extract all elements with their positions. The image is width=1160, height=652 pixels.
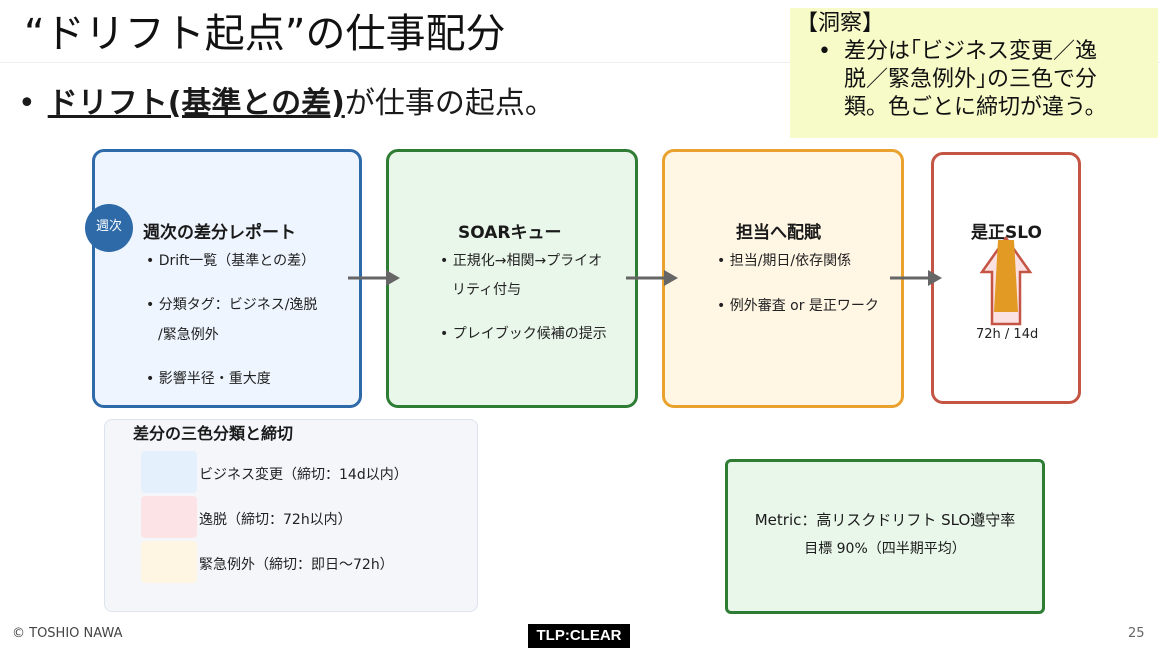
weekly-report-card	[92, 149, 362, 408]
slide-title: “ドリフト起点”の仕事配分	[24, 11, 506, 57]
assign-card	[662, 149, 904, 408]
metric-target: 目標 90%（四半期平均）	[804, 541, 966, 557]
legend-swatch-deviation	[141, 496, 197, 538]
legend-title: 差分の三色分類と締切	[133, 424, 294, 443]
arrow-right-icon	[348, 270, 400, 286]
arrow-right-icon	[626, 270, 678, 286]
soar-queue-card	[386, 149, 638, 408]
legend-label-deviation: 逸脱（締切：72h以内）	[199, 512, 352, 528]
legend-swatch-emergency	[141, 541, 197, 583]
weekly-item-drift-list: • Drift一覧（基準との差）	[146, 253, 316, 269]
tlp-label: TLP:CLEAR	[528, 624, 630, 648]
insight-line: 差分は｢ビジネス変更／逸 脱／緊急例外｣の三色で分 類。色ごとに締切が違う。	[818, 38, 1148, 122]
insight-line-2: 脱／緊急例外｣の三色で分	[844, 67, 1098, 92]
insight-list: 差分は｢ビジネス変更／逸 脱／緊急例外｣の三色で分 類。色ごとに締切が違う。	[800, 38, 1148, 122]
weekly-item-tags-cont: /緊急例外	[158, 327, 219, 343]
copyright: © TOSHIO NAWA	[12, 626, 123, 641]
soar-item-playbook: • プレイブック候補の提示	[440, 326, 607, 342]
assign-item-exception: • 例外審査 or 是正ワーク	[717, 298, 879, 314]
legend-label-emergency: 緊急例外（締切：即日〜72h）	[199, 557, 394, 573]
soar-queue-title: SOARキュー	[458, 223, 562, 243]
insight-line-3: 類。色ごとに締切が違う。	[844, 95, 1107, 120]
insight-heading: 【洞察】	[796, 11, 885, 36]
slo-title: 是正SLO	[971, 223, 1042, 243]
assign-title: 担当へ配賦	[736, 223, 821, 243]
lead-rest: が仕事の起点。	[344, 86, 555, 121]
insight-box: 【洞察】 差分は｢ビジネス変更／逸 脱／緊急例外｣の三色で分 類。色ごとに締切が…	[790, 8, 1158, 138]
assign-item-owner: • 担当/期日/依存関係	[717, 253, 852, 269]
weekly-item-tags: • 分類タグ：ビジネス/逸脱	[146, 297, 318, 313]
legend-label-business: ビジネス変更（締切：14d以内）	[199, 467, 408, 483]
lead-bullet: • ドリフト(基準との差)が仕事の起点。	[18, 82, 555, 126]
weekly-report-title: 週次の差分レポート	[143, 223, 296, 243]
arrow-right-icon	[890, 270, 942, 286]
page-number: 25	[1128, 626, 1145, 641]
slo-card	[931, 152, 1081, 404]
legend-swatch-business	[141, 451, 197, 493]
weekly-badge: 週次	[85, 204, 133, 252]
insight-line-1: 差分は｢ビジネス変更／逸	[844, 39, 1098, 64]
lead-emphasis: ドリフト(基準との差)	[47, 86, 345, 121]
title-divider	[0, 62, 1160, 63]
slo-gauge-icon	[979, 236, 1033, 326]
metric-name: Metric：高リスクドリフト SLO遵守率	[754, 511, 1016, 529]
soar-item-normalize: • 正規化→相関→プライオ	[440, 253, 603, 269]
bullet-dot: •	[18, 86, 36, 121]
weekly-item-impact: • 影響半径・重大度	[146, 371, 271, 387]
metric-box	[725, 459, 1045, 614]
slo-value: 72h / 14d	[976, 327, 1039, 342]
slo-arrow-fill	[994, 240, 1018, 312]
soar-item-normalize-cont: リティ付与	[452, 282, 522, 298]
